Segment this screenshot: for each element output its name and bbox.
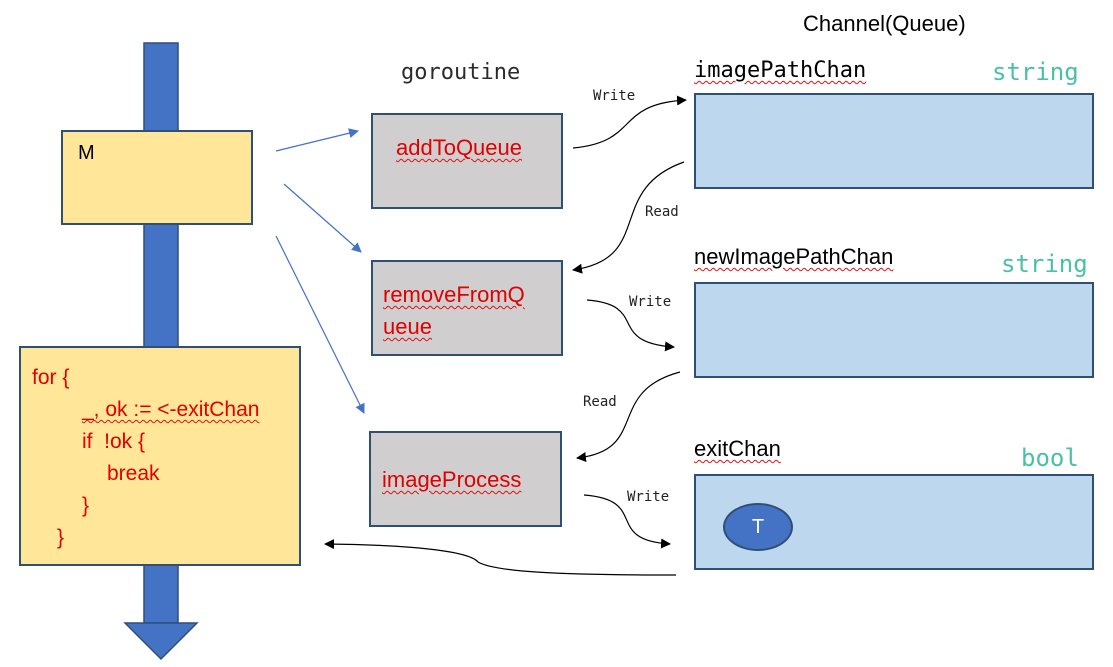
goroutine-imageprocess: imageProcess: [369, 431, 562, 527]
goroutine-heading: goroutine: [401, 60, 521, 85]
edge-label-write: Write: [627, 489, 670, 505]
spawn-arrow-addtoqueue: [275, 128, 359, 152]
read-arrow-2: [576, 371, 681, 462]
spawn-arrow-imageprocess: [275, 235, 365, 414]
exit-signal-arrow: [324, 539, 677, 576]
goroutine-removefromqueue: removeFromQ ueue: [371, 260, 563, 356]
write-arrow-2: [586, 299, 675, 352]
channel-heading: Channel(Queue): [803, 11, 966, 36]
channel-queue-exitchan: T: [694, 474, 1094, 570]
read-arrow-1: [572, 161, 685, 274]
goroutine-addtoqueue: addToQueue: [371, 113, 563, 209]
channel-type-newimagepathchan: string: [1001, 250, 1088, 278]
main-routine-box: M: [61, 130, 253, 225]
code-line: for {: [32, 366, 70, 389]
goroutine-name: imageProcess: [382, 467, 522, 492]
spawn-arrow-removefromqueue: [283, 183, 362, 253]
exit-token: T: [723, 503, 793, 551]
code-line: break: [107, 462, 160, 485]
channel-queue-imagepathchan: [694, 93, 1094, 189]
main-loop-box: for { _, ok := <-exitChan if !ok { break…: [19, 346, 301, 566]
code-line: _, ok := <-exitChan: [82, 398, 259, 422]
channel-queue-newimagepathchan: [694, 282, 1094, 378]
edge-label-write: Write: [593, 88, 636, 104]
code-line: }: [57, 526, 65, 549]
code-line: }: [82, 494, 90, 517]
channel-type-exitchan: bool: [1021, 444, 1079, 472]
goroutine-name: ueue: [383, 314, 432, 339]
code-line: if !ok {: [82, 430, 146, 453]
write-arrow-1: [572, 95, 687, 149]
code-line-text: _, ok := <-exitChan: [82, 398, 260, 421]
edge-label-read: Read: [645, 204, 679, 220]
channel-name-imagepathchan: imagePathChan: [694, 58, 867, 83]
channel-name-exitchan: exitChan: [694, 436, 781, 461]
edge-label-read: Read: [583, 394, 617, 410]
goroutine-name: addToQueue: [396, 135, 522, 160]
exit-token-label: T: [751, 515, 765, 538]
channel-type-imagepathchan: string: [992, 58, 1079, 86]
main-routine-label: M: [78, 142, 95, 164]
edge-label-write: Write: [629, 294, 672, 310]
goroutine-name: removeFromQ: [383, 282, 525, 307]
channel-name-newimagepathchan: newImagePathChan: [694, 244, 894, 269]
write-arrow-3: [583, 494, 671, 549]
